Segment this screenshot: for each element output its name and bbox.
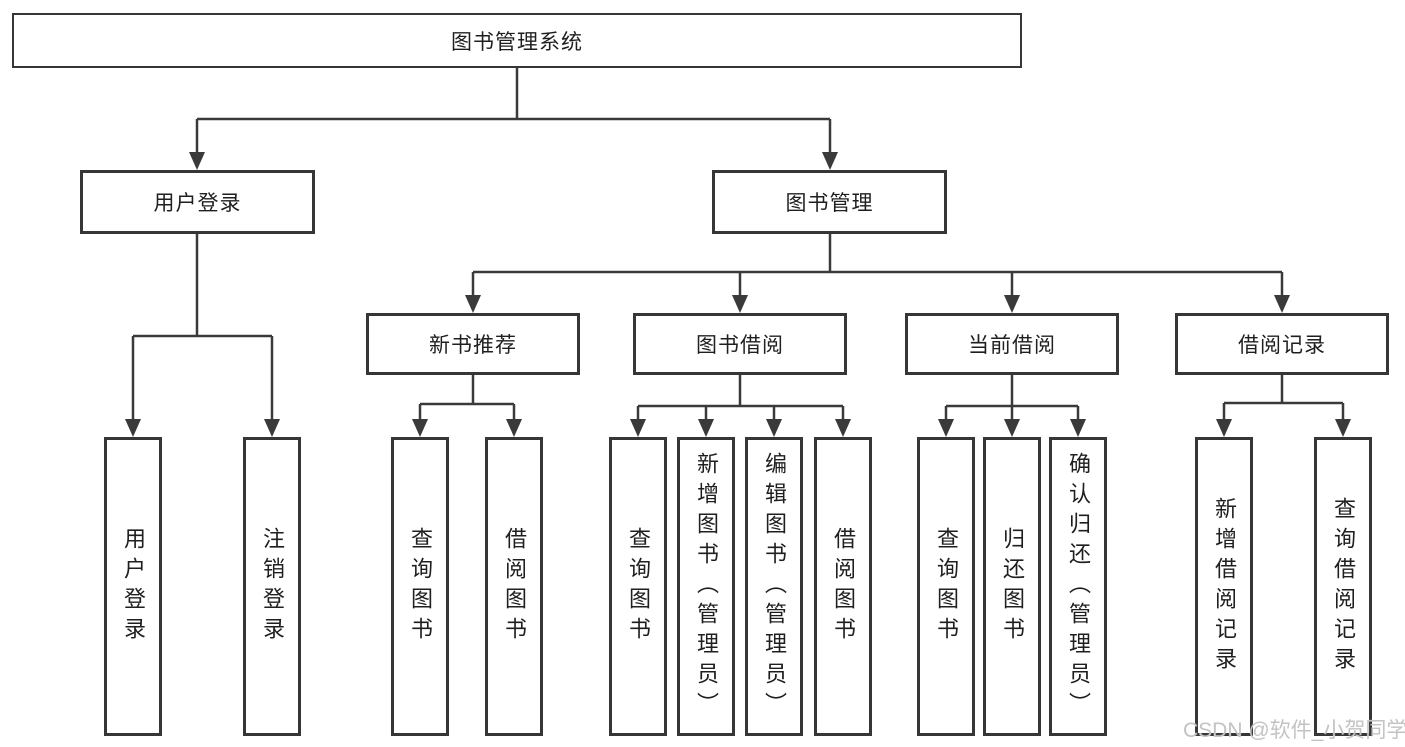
node-branch-user-login: 用户登录 [80,170,315,234]
node-module-new-book-recommend: 新书推荐 [366,313,580,375]
node-leaf-recommend-query-books: 查询图书 [391,437,449,736]
node-label: 查询图书 [626,526,651,647]
node-leaf-borrow-borrow-books: 借阅图书 [814,437,872,736]
node-module-book-borrow: 图书借阅 [633,313,847,375]
node-label: 查询图书 [934,526,959,647]
node-leaf-current-query-books: 查询图书 [917,437,975,736]
node-label: 借阅图书 [831,526,856,647]
node-leaf-records-add-record: 新增借阅记录 [1195,437,1253,736]
node-leaf-recommend-borrow-books: 借阅图书 [485,437,543,736]
node-label: 图书借阅 [696,334,784,357]
node-label: 图书管理 [785,192,874,215]
node-label: 新书推荐 [429,334,517,357]
node-label: 确认归还（管理员） [1066,451,1091,722]
node-leaf-logout: 注销登录 [243,437,301,736]
node-label: 注销登录 [260,526,285,647]
node-branch-book-management: 图书管理 [712,170,947,234]
node-label: 新增借阅记录 [1212,496,1237,677]
node-leaf-current-return-books: 归还图书 [983,437,1041,736]
node-leaf-borrow-query-books: 查询图书 [609,437,667,736]
node-label: 查询图书 [408,526,433,647]
node-label: 新增图书（管理员） [694,451,719,722]
node-label: 查询借阅记录 [1331,496,1356,677]
node-label: 借阅图书 [502,526,527,647]
node-module-borrow-records: 借阅记录 [1175,313,1389,375]
watermark: CSDN @软件_小贺同学 [1183,719,1405,742]
node-label: 图书管理系统 [451,30,583,54]
node-label: 借阅记录 [1238,334,1326,357]
node-label: 归还图书 [1000,526,1025,647]
node-leaf-borrow-add-books-admin: 新增图书（管理员） [677,437,735,736]
node-leaf-records-query-record: 查询借阅记录 [1314,437,1372,736]
node-label: 用户登录 [153,192,242,215]
node-leaf-current-confirm-return-admin: 确认归还（管理员） [1049,437,1107,736]
node-label: 用户登录 [121,526,146,647]
node-label: 当前借阅 [968,334,1056,357]
node-root-system: 图书管理系统 [12,13,1022,68]
node-leaf-borrow-edit-books-admin: 编辑图书（管理员） [745,437,803,736]
node-leaf-user-login: 用户登录 [104,437,162,736]
node-label: 编辑图书（管理员） [762,451,787,722]
node-module-current-borrow: 当前借阅 [905,313,1119,375]
